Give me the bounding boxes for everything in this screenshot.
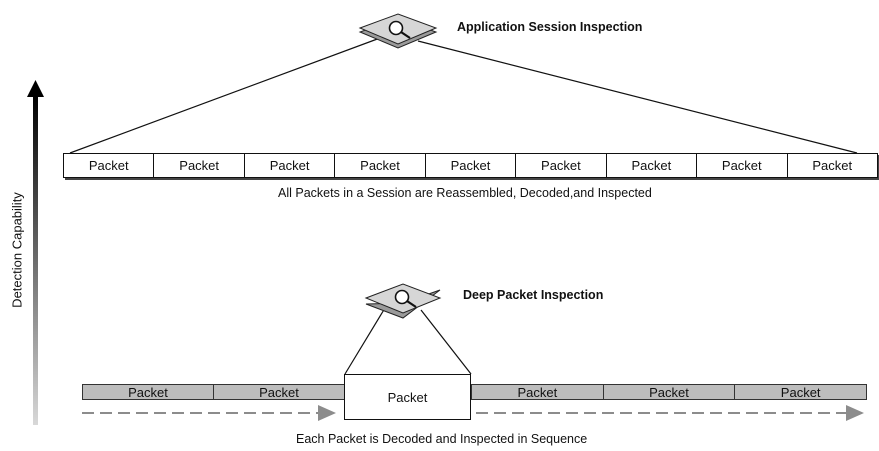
- packet-cell: Packet: [259, 384, 299, 400]
- sequence-caption: Each Packet is Decoded and Inspected in …: [296, 432, 588, 446]
- packet-cell: Packet: [812, 158, 853, 173]
- packet-cell: Packet: [426, 154, 517, 177]
- packet-cell: Packet: [472, 385, 604, 400]
- packet-cell: Packet: [245, 154, 336, 177]
- packet-cell: Packet: [697, 154, 788, 177]
- axis-label: Detection Capability: [9, 192, 25, 308]
- packet-cell: Packet: [335, 154, 426, 177]
- session-inspection-title: Application Session Inspection: [457, 20, 643, 34]
- packet-cell: Packet: [607, 154, 698, 177]
- sequence-packet-row-left: Packet Packet: [82, 384, 345, 400]
- magnifier-icon: [364, 283, 442, 319]
- packet-cell: Packet: [604, 385, 736, 400]
- detection-axis: [27, 80, 44, 425]
- session-caption: All Packets in a Session are Reassembled…: [278, 186, 652, 200]
- session-packet-row: Packet Packet Packet Packet Packet Packe…: [63, 153, 878, 178]
- inspected-packet: Packet: [344, 374, 471, 420]
- deep-packet-inspection-title: Deep Packet Inspection: [463, 288, 604, 302]
- magnifier-icon: [358, 13, 438, 49]
- packet-cell: Packet: [780, 384, 821, 400]
- packet-cell: Packet: [154, 154, 245, 177]
- packet-cell: Packet: [516, 154, 607, 177]
- session-fan-lines: [69, 37, 858, 154]
- packet-cell: Packet: [83, 385, 214, 400]
- sequence-packet-row-right: Packet Packet Packet: [471, 384, 867, 400]
- packet-cell: Packet: [64, 154, 155, 177]
- packet-fan-lines: [344, 307, 472, 375]
